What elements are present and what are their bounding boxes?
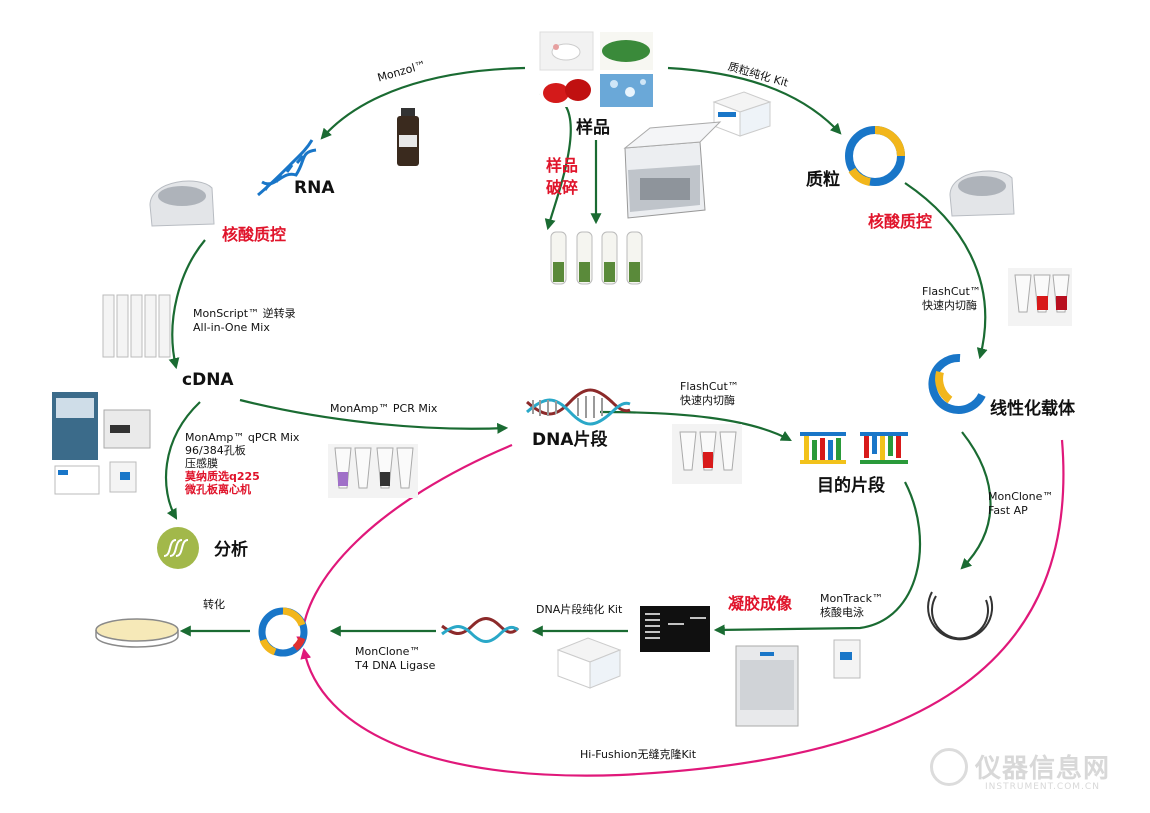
arrow-sample-to-rna [320,66,526,140]
gel-imager [735,645,799,727]
label-ligase-1: MonClone™ [355,645,421,658]
gel-image [640,606,710,652]
label-sample-crush-1: 样品 [546,156,579,175]
label-dna-purify: DNA片段纯化 Kit [536,603,623,616]
label-fastap-2: Fast AP [988,504,1028,517]
arrow-cdna-to-dna [239,398,509,434]
label-qpcr-red-2: 微孔板离心机 [185,483,251,496]
dna-purify-box [556,637,622,689]
qpcr-instruments [52,392,151,495]
cut-vector-ring [927,591,994,641]
seamless-arrows [296,439,1065,777]
label-target-fragment: 目的片段 [817,476,885,496]
analysis-icon [157,527,199,569]
label-fastap-1: MonClone™ [988,490,1054,503]
sample-tubes [550,231,643,285]
label-cdna: cDNA [182,370,234,390]
label-flashcut-right-2: 快速内切酶 [922,299,977,312]
label-flashcut-mid-2: 快速内切酶 [680,394,735,407]
label-hifushion: Hi-Fushion无缝克隆Kit [580,748,697,761]
label-monamp-pcr: MonAmp™ PCR Mix [330,402,438,415]
arrow-vector-to-clone [300,439,1065,777]
label-montrack-1: MonTrack™ [820,592,883,605]
arrow-dna-to-clone [296,443,513,648]
label-gel-imaging: 凝胶成像 [728,594,793,613]
flow-arrows [164,66,992,637]
sample-photos [539,31,653,107]
arrow-cdna-to-analysis [164,401,201,520]
label-qpcr-red-1: 莫纳质选q225 [185,470,260,483]
label-flashcut-mid-1: FlashCut™ [680,380,739,393]
arrow-linear-to-ligation [960,431,992,570]
label-dna-fragment: DNA片段 [532,430,608,450]
pcr-mix-tubes [328,444,418,498]
watermark-text: 仪器信息网 [975,754,1111,784]
label-transform: 转化 [203,598,225,611]
target-fragment-icon [800,432,908,464]
label-qpcr-3: 压感膜 [185,457,218,470]
flashcut-tubes-right [1008,268,1072,326]
label-analysis: 分析 [214,540,248,560]
arrow-plasmid-to-linear [904,182,988,360]
label-flashcut-right-1: FlashCut™ [922,285,981,298]
recombinant-plasmid [258,607,308,657]
label-linear-vector: 线性化载体 [990,399,1075,419]
label-monscript-2: All-in-One Mix [193,321,270,334]
arrow-dna-to-target [599,410,792,442]
label-sample: 样品 [576,118,610,138]
label-qpcr-2: 96/384孔板 [185,444,246,457]
label-monscript-1: MonScript™ 逆转录 [193,307,296,320]
label-ligase-2: T4 DNA Ligase [355,659,436,672]
flashcut-tubes-mid [672,424,742,484]
rna-helix [257,139,317,197]
linear-vector-ring [928,353,986,414]
arrow-rna-to-cdna [168,239,206,370]
label-qc-right: 核酸质控 [868,212,933,231]
label-sample-crush-2: 破碎 [546,178,579,197]
monzol-bottle [397,108,419,166]
label-plasmid: 质粒 [806,170,840,190]
arrow-target-to-gel [713,481,922,636]
label-qpcr-1: MonAmp™ qPCR Mix [185,431,300,444]
spectrophotometer-right [949,170,1015,217]
plasmid-kit-box [712,91,772,137]
label-montrack-2: 核酸电泳 [820,606,864,619]
plasmid-ring [845,126,905,186]
watermark-logo-icon [930,748,968,786]
label-qc-left: 核酸质控 [222,225,287,244]
montrack-box [833,639,861,679]
arrow-sample-to-plasmid [667,66,842,135]
monscript-tubes [102,294,171,358]
dna-helix-small [441,617,520,643]
spectrophotometer-left [149,180,215,227]
petri-dish [95,618,179,648]
label-rna: RNA [294,178,335,198]
dna-helix [526,388,631,426]
homogenizer [623,121,722,219]
watermark-subtext: INSTRUMENT.COM.CN [985,782,1100,792]
